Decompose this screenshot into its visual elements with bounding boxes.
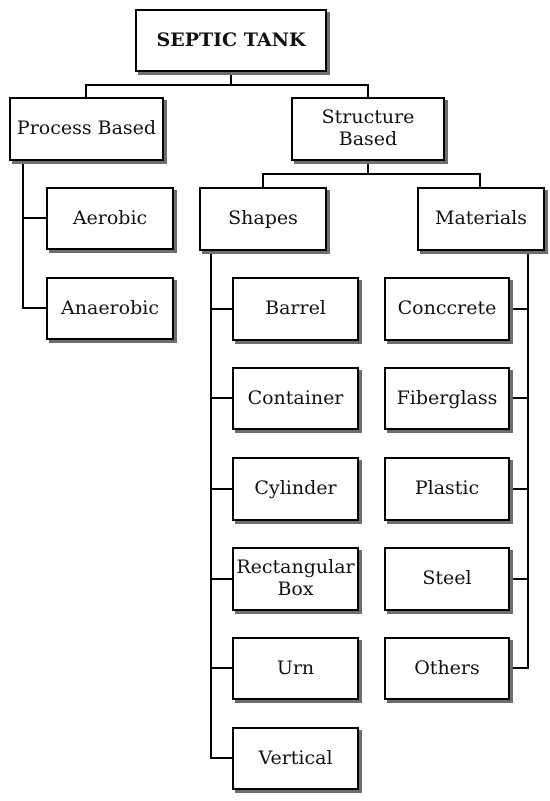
shape-container-node: Container [232, 367, 359, 430]
shape-barrel-node: Barrel [232, 277, 359, 341]
shape-rectangular-box-node: Rectangular Box [232, 547, 359, 611]
process-based-node: Process Based [9, 97, 164, 161]
material-concrete-node: Conccrete [384, 277, 510, 341]
material-others-node: Others [384, 637, 510, 700]
shape-urn-node: Urn [232, 637, 359, 700]
shapes-node: Shapes [199, 187, 327, 251]
anaerobic-node: Anaerobic [46, 277, 174, 340]
root-node: SEPTIC TANK [135, 9, 327, 72]
materials-node: Materials [417, 187, 545, 251]
shape-cylinder-node: Cylinder [232, 457, 359, 521]
material-steel-node: Steel [384, 547, 510, 611]
structure-based-node: Structure Based [291, 97, 445, 161]
material-fiberglass-node: Fiberglass [384, 367, 510, 430]
shape-vertical-node: Vertical [232, 727, 359, 790]
aerobic-node: Aerobic [46, 187, 174, 250]
material-plastic-node: Plastic [384, 457, 510, 521]
